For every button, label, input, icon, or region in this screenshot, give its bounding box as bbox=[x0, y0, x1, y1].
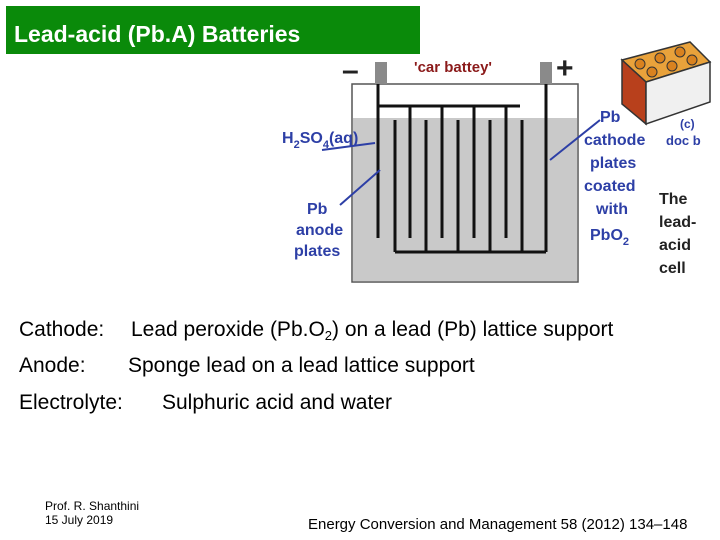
svg-text:cathode: cathode bbox=[584, 132, 645, 149]
anode-row: Anode: Sponge lead on a lead lattice supp… bbox=[19, 354, 475, 378]
svg-text:cell: cell bbox=[659, 260, 686, 277]
svg-text:anode: anode bbox=[296, 222, 343, 239]
anode-label: Pb anode plates bbox=[294, 201, 343, 260]
cathode-label: Pb cathode plates coated with PbO2 bbox=[584, 109, 645, 248]
svg-text:Pb: Pb bbox=[600, 109, 621, 126]
footer-date: 15 July 2019 bbox=[45, 513, 114, 527]
svg-text:The: The bbox=[659, 191, 688, 208]
cathode-plates bbox=[393, 120, 524, 252]
electrolyte-row: Electrolyte: Sulphuric acid and water bbox=[19, 391, 392, 415]
minus-sign: – bbox=[342, 54, 359, 87]
svg-text:plates: plates bbox=[590, 155, 636, 172]
footer-author: Prof. R. Shanthini bbox=[45, 499, 140, 513]
lead-acid-cell-diagram: – + 'car battey' H2SO4(aq) Pb anode plat… bbox=[282, 41, 712, 283]
anode-plates bbox=[376, 106, 508, 238]
slide-title: Lead-acid (Pb.A) Batteries bbox=[6, 6, 420, 54]
cathode-row: Cathode: Lead peroxide (Pb.O2) on a lead … bbox=[19, 318, 613, 343]
electrolyte-label-text: Electrolyte: bbox=[19, 391, 123, 414]
svg-text:with: with bbox=[595, 201, 628, 218]
cathode-description: Lead peroxide (Pb.O2) on a lead (Pb) lat… bbox=[131, 318, 614, 343]
battery-illustration bbox=[620, 41, 712, 126]
cathode-label-text: Cathode: bbox=[19, 318, 105, 341]
footer-reference: Energy Conversion and Management 58 (201… bbox=[308, 516, 688, 533]
anode-description: Sponge lead on a lead lattice support bbox=[128, 354, 475, 377]
electrolyte-description: Sulphuric acid and water bbox=[162, 391, 392, 414]
cell-label: The lead- acid cell bbox=[659, 191, 696, 277]
svg-text:coated: coated bbox=[584, 178, 636, 195]
electrolyte-fill bbox=[353, 118, 577, 281]
footer-author-block: Prof. R. Shanthini 15 July 2019 bbox=[45, 499, 139, 527]
svg-text:acid: acid bbox=[659, 237, 691, 254]
electrolyte-formula: H2SO4(aq) bbox=[282, 130, 358, 151]
credit-label: doc b bbox=[666, 133, 701, 148]
figure-tag: (c) bbox=[680, 117, 695, 131]
plus-sign: + bbox=[556, 52, 574, 85]
car-battery-label: 'car battey' bbox=[414, 59, 492, 76]
svg-text:plates: plates bbox=[294, 243, 340, 260]
cathode-formula: PbO2 bbox=[590, 227, 629, 248]
svg-text:lead-: lead- bbox=[659, 214, 696, 231]
anode-label-text: Anode: bbox=[19, 354, 86, 377]
svg-text:Pb: Pb bbox=[307, 201, 328, 218]
negative-terminal bbox=[375, 62, 387, 84]
positive-terminal bbox=[540, 62, 552, 84]
